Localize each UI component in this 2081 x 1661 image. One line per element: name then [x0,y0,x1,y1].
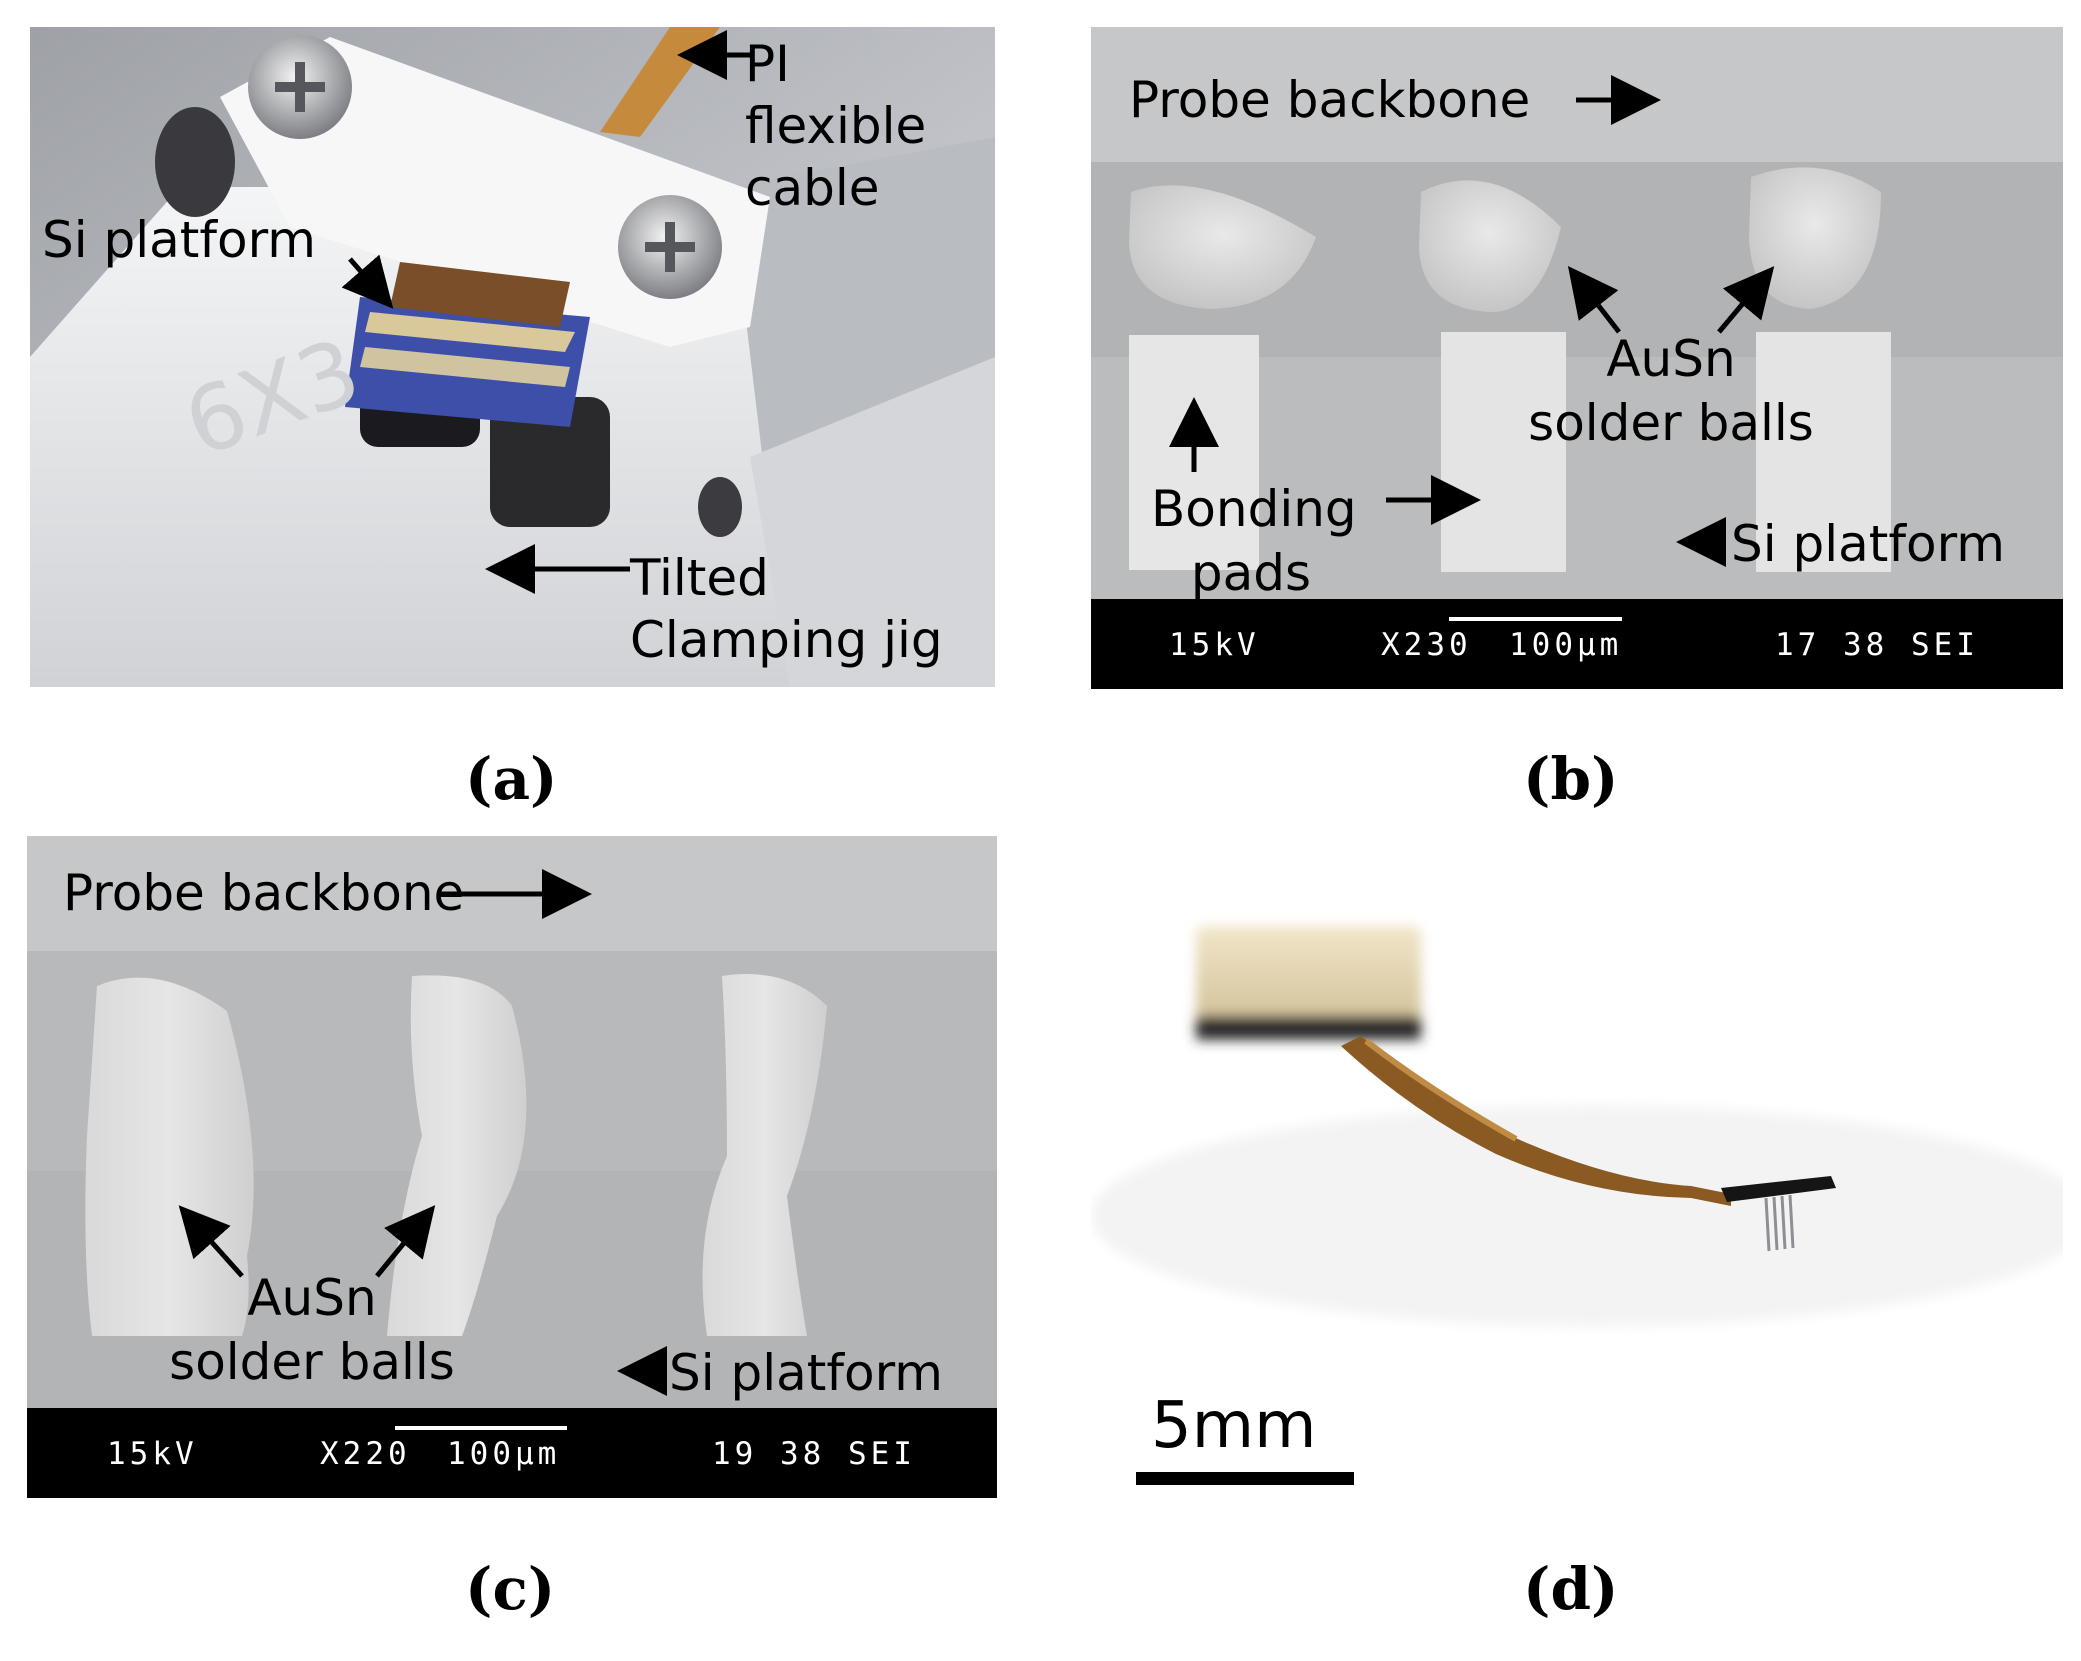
label-pi-flexible-cable: PI flexible cable [745,35,927,217]
panel-c-sem: Probe backbone AuSn solder balls Si plat… [27,836,997,1498]
label-tilted-clamping-jig: Tilted Clamping jig [630,549,943,669]
sem-image-b [1091,27,2063,689]
label-probe-backbone: Probe backbone [1129,71,1531,129]
label-probe-backbone: Probe backbone [63,864,465,922]
scale-bar-label: 5mm [1151,1389,1317,1463]
sem-scale-bar [395,1426,567,1430]
label-ausn-solder-balls: AuSn solder balls [169,1269,455,1391]
label-si-platform: Si platform [42,211,316,269]
probe-photo [1091,836,2063,1496]
sem-image-c [27,836,997,1498]
sem-magnification: X230 [1381,627,1472,663]
scale-bar [1136,1472,1354,1485]
sem-scale-label: 100μm [447,1436,561,1472]
sem-voltage: 15kV [107,1436,198,1472]
sem-voltage: 15kV [1169,627,1260,663]
sem-magnification: X220 [320,1436,411,1472]
label-si-platform: Si platform [1731,515,2005,573]
label-bonding-pads: Bonding pads [1151,480,1357,602]
sem-scale-bar [1449,617,1622,621]
caption-a: (a) [465,745,558,813]
panel-a-photo: 6X3 PI flexible cable Si platform Tilted… [30,27,995,687]
caption-c: (c) [465,1555,556,1623]
panel-a-arrows [341,30,750,594]
sem-scale-label: 100μm [1509,627,1623,663]
panel-b-sem: Probe backbone AuSn solder balls Bonding… [1091,27,2063,689]
sem-image-id: 17 38 SEI [1775,627,1979,663]
panel-d-photo: 5mm [1091,836,2063,1496]
caption-b: (b) [1523,745,1619,813]
sem-image-id: 19 38 SEI [712,1436,916,1472]
caption-d: (d) [1523,1555,1619,1623]
clamping-jig-photo: 6X3 [30,27,995,687]
label-ausn-solder-balls: AuSn solder balls [1528,330,1814,452]
label-si-platform: Si platform [669,1344,943,1402]
